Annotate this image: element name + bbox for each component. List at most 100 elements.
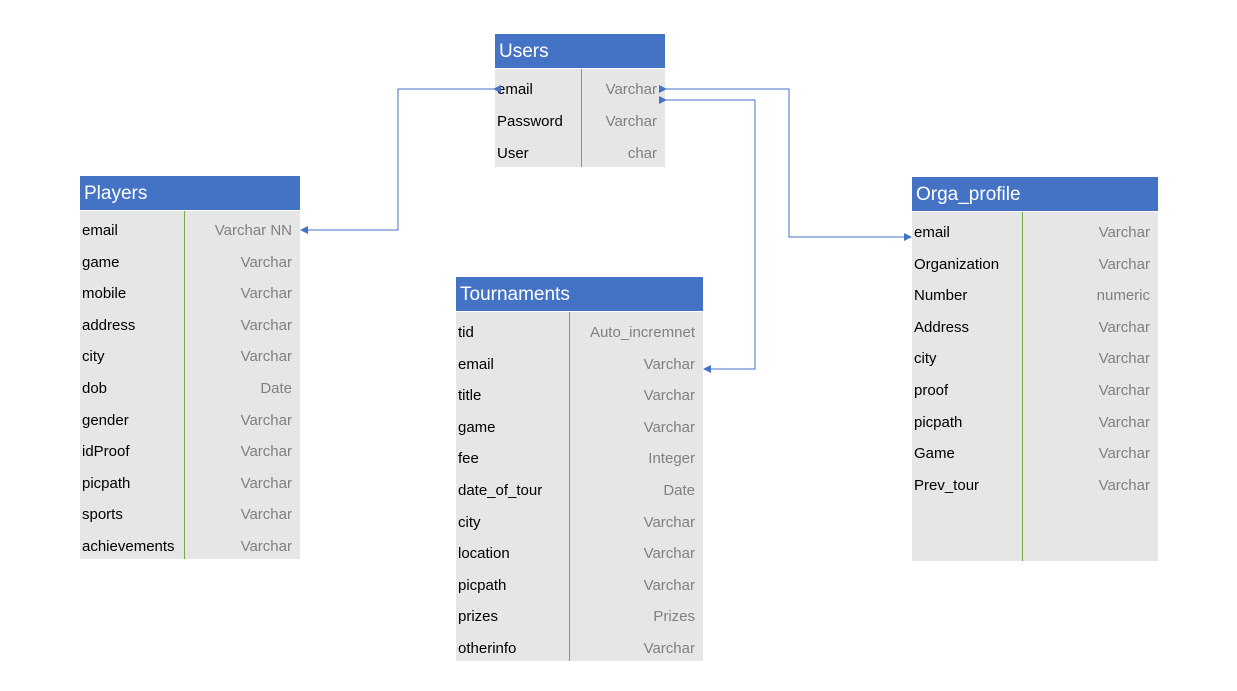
field-name: address xyxy=(82,317,136,334)
field-type: Varchar xyxy=(240,506,292,523)
field-type: Varchar xyxy=(1098,382,1150,399)
players-field-row: achievements Varchar xyxy=(80,537,300,557)
players-field-row: email Varchar NN xyxy=(80,221,300,241)
field-name: picpath xyxy=(82,475,131,492)
tournaments-field-row: title Varchar xyxy=(456,386,703,406)
field-name: Organization xyxy=(914,256,1000,273)
field-name: sports xyxy=(82,506,123,523)
column-divider xyxy=(581,69,582,167)
field-type: Varchar xyxy=(240,538,292,555)
field-type: Varchar xyxy=(643,387,695,404)
field-type: numeric xyxy=(1096,287,1150,304)
field-type: Varchar xyxy=(643,577,695,594)
field-type: Varchar xyxy=(605,81,657,98)
field-name: gender xyxy=(82,412,129,429)
connector-users-players xyxy=(300,85,501,234)
orga-profile-field-row: city Varchar xyxy=(912,349,1158,369)
players-field-row: dob Date xyxy=(80,379,300,399)
field-type: char xyxy=(627,145,657,162)
field-name: idProof xyxy=(82,443,130,460)
field-name: achievements xyxy=(82,538,175,555)
field-name: Address xyxy=(914,319,970,336)
field-type: Varchar xyxy=(240,348,292,365)
field-name: mobile xyxy=(82,285,127,302)
field-type: Date xyxy=(663,482,695,499)
field-name: picpath xyxy=(914,414,963,431)
connector-users-tournaments xyxy=(659,96,756,373)
users-table-title: Users xyxy=(495,34,665,69)
tournaments-field-row: prizes Prizes xyxy=(456,607,703,627)
field-name: otherinfo xyxy=(458,640,517,657)
orga-profile-field-row: picpath Varchar xyxy=(912,413,1158,433)
field-name: email xyxy=(914,224,950,241)
field-name: proof xyxy=(914,382,949,399)
column-divider xyxy=(184,211,185,559)
field-type: Varchar xyxy=(240,254,292,271)
field-type: Varchar xyxy=(1098,319,1150,336)
field-name: email xyxy=(458,356,494,373)
field-type: Varchar xyxy=(643,514,695,531)
field-name: fee xyxy=(458,450,479,467)
orga-profile-field-row: Organization Varchar xyxy=(912,255,1158,275)
field-type: Varchar xyxy=(643,419,695,436)
players-field-row: address Varchar xyxy=(80,316,300,336)
players-field-row: sports Varchar xyxy=(80,505,300,525)
field-type: Date xyxy=(260,380,292,397)
field-type: Varchar xyxy=(1098,414,1150,431)
field-type: Varchar xyxy=(1098,445,1150,462)
field-name: picpath xyxy=(458,577,507,594)
field-type: Varchar NN xyxy=(214,222,292,239)
field-name: User xyxy=(497,145,529,162)
orga-profile-field-row: Game Varchar xyxy=(912,444,1158,464)
field-type: Varchar xyxy=(1098,477,1150,494)
field-name: Prev_tour xyxy=(914,477,980,494)
tournaments-field-row: date_of_tour Date xyxy=(456,481,703,501)
field-name: prizes xyxy=(458,608,499,625)
field-type: Varchar xyxy=(643,545,695,562)
field-type: Varchar xyxy=(605,113,657,130)
tournaments-field-row: game Varchar xyxy=(456,418,703,438)
field-type: Varchar xyxy=(240,412,292,429)
field-name: title xyxy=(458,387,482,404)
field-type: Varchar xyxy=(240,317,292,334)
field-name: date_of_tour xyxy=(458,482,543,499)
connector-users-orga xyxy=(659,85,912,241)
tournaments-field-row: otherinfo Varchar xyxy=(456,639,703,659)
field-name: dob xyxy=(82,380,108,397)
field-type: Varchar xyxy=(240,285,292,302)
players-field-row: game Varchar xyxy=(80,253,300,273)
users-field-row: User char xyxy=(495,144,665,164)
field-type: Varchar xyxy=(1098,224,1150,241)
field-type: Varchar xyxy=(1098,350,1150,367)
field-name: game xyxy=(458,419,496,436)
field-name: Game xyxy=(914,445,955,462)
field-type: Prizes xyxy=(653,608,695,625)
players-field-row: gender Varchar xyxy=(80,411,300,431)
column-divider xyxy=(569,312,570,661)
field-name: Number xyxy=(914,287,968,304)
field-type: Varchar xyxy=(240,443,292,460)
column-divider xyxy=(1022,212,1023,561)
field-type: Varchar xyxy=(240,475,292,492)
players-field-row: idProof Varchar xyxy=(80,442,300,462)
field-name: city xyxy=(914,350,937,367)
field-name: game xyxy=(82,254,120,271)
users-field-row: Password Varchar xyxy=(495,112,665,132)
field-type: Varchar xyxy=(643,640,695,657)
field-name: Password xyxy=(497,113,563,130)
field-name: email xyxy=(82,222,118,239)
orga-profile-field-row: Address Varchar xyxy=(912,318,1158,338)
field-type: Varchar xyxy=(1098,256,1150,273)
orga-profile-field-row: Number numeric xyxy=(912,286,1158,306)
